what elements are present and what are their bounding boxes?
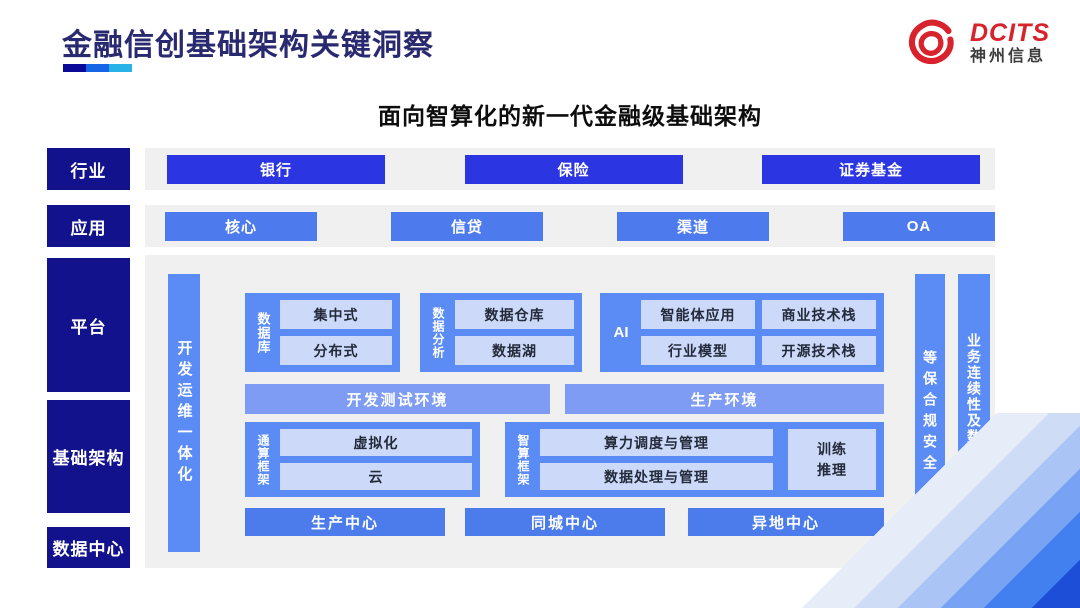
database-group-label: 数据库 — [255, 311, 271, 354]
analytics-item-lake: 数据湖 — [455, 336, 574, 365]
framework-item-train-inference: 训练推理 — [788, 429, 876, 490]
center-same-city: 同城中心 — [465, 508, 665, 536]
ai-item-commercial-stack: 商业技术栈 — [762, 300, 876, 329]
platform-panel: 开发运维一体化 数据库 集中式 分布式 数据分析 数据仓库 数据湖 AI 智能体… — [145, 255, 995, 568]
app-block-channel: 渠道 — [617, 211, 769, 241]
underline-segment-blue — [86, 64, 109, 72]
application-strip: 核心 信贷 渠道 OA — [145, 205, 995, 247]
app-block-core: 核心 — [165, 211, 317, 241]
row-label-industry: 行业 — [47, 148, 130, 190]
general-framework-group: 通算框架 虚拟化 云 — [245, 422, 480, 497]
analytics-item-warehouse: 数据仓库 — [455, 300, 574, 329]
framework-item-compute-scheduling: 算力调度与管理 — [540, 429, 773, 456]
ai-item-industry-model: 行业模型 — [641, 336, 755, 365]
center-remote: 异地中心 — [688, 508, 884, 536]
app-block-oa: OA — [843, 211, 995, 241]
title-underline — [63, 64, 132, 72]
security-vertical-bar: 等保合规安全 — [915, 274, 945, 552]
logo-company: 神州信息 — [970, 48, 1047, 66]
logo-brand: DCITS — [970, 18, 1050, 47]
underline-segment-dark — [63, 64, 86, 72]
general-framework-label: 通算框架 — [256, 433, 270, 486]
ai-item-opensource-stack: 开源技术栈 — [762, 336, 876, 365]
app-block-credit: 信贷 — [391, 211, 543, 241]
database-item-distributed: 分布式 — [280, 336, 392, 365]
center-production: 生产中心 — [245, 508, 445, 536]
ai-group: AI 智能体应用 商业技术栈 行业模型 开源技术栈 — [600, 293, 884, 372]
framework-item-virtualization: 虚拟化 — [280, 429, 472, 456]
devops-vertical-bar: 开发运维一体化 — [168, 274, 200, 552]
page-title: 金融信创基础架构关键洞察 — [62, 29, 434, 62]
intelligent-framework-group: 智算框架 算力调度与管理 数据处理与管理 训练推理 — [505, 422, 884, 497]
ai-item-agent-app: 智能体应用 — [641, 300, 755, 329]
analytics-group-label: 数据分析 — [431, 306, 445, 359]
continuity-vertical-bar: 业务连续性及数据保护 — [958, 274, 990, 552]
env-dev-test: 开发测试环境 — [245, 384, 550, 414]
industry-strip: 银行 保险 证券基金 — [145, 148, 995, 190]
analytics-group: 数据分析 数据仓库 数据湖 — [420, 293, 582, 372]
underline-segment-cyan — [109, 64, 132, 72]
row-label-datacenter: 数据中心 — [47, 527, 130, 568]
diagram-title: 面向智算化的新一代金融级基础架构 — [378, 103, 762, 129]
dcits-logo: DCITS 神州信息 — [906, 16, 1050, 70]
framework-item-data-processing: 数据处理与管理 — [540, 463, 773, 490]
intelligent-framework-label: 智算框架 — [516, 433, 530, 486]
row-label-application: 应用 — [47, 205, 130, 247]
industry-block-insurance: 保险 — [464, 154, 683, 184]
row-label-platform: 平台 — [47, 258, 130, 392]
row-label-infrastructure: 基础架构 — [47, 400, 130, 513]
ai-group-label: AI — [613, 324, 629, 341]
env-production: 生产环境 — [565, 384, 884, 414]
database-group: 数据库 集中式 分布式 — [245, 293, 400, 372]
database-item-centralized: 集中式 — [280, 300, 392, 329]
logo-text: DCITS 神州信息 — [970, 20, 1050, 66]
framework-item-cloud: 云 — [280, 463, 472, 490]
industry-block-securities: 证券基金 — [762, 154, 980, 184]
industry-block-bank: 银行 — [167, 154, 385, 184]
dcits-swirl-icon — [906, 16, 962, 70]
